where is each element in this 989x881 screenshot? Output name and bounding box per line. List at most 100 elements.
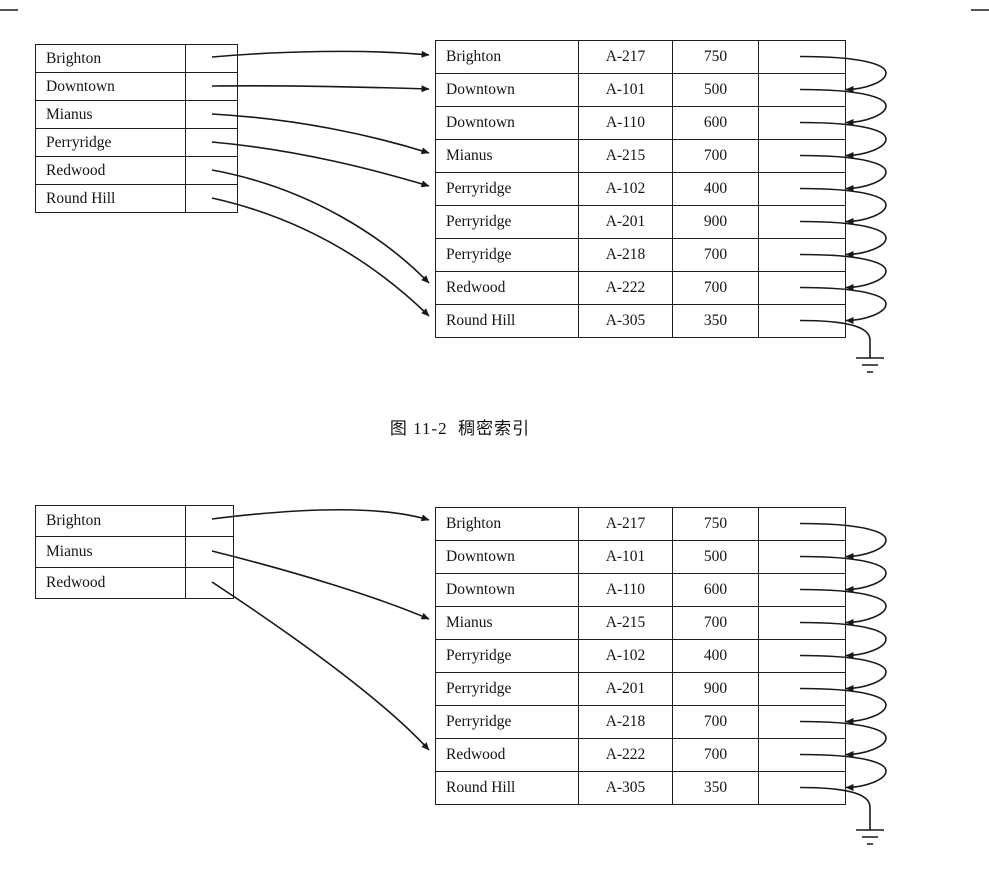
record-pointer-cell: [758, 106, 846, 140]
record-balance: 700: [672, 606, 759, 640]
index-row: Mianus: [35, 100, 238, 129]
record-branch: Brighton: [435, 40, 579, 74]
record-account: A-215: [578, 139, 673, 173]
index-row: Brighton: [35, 44, 238, 73]
index-row: Redwood: [35, 156, 238, 185]
record-pointer-cell: [758, 771, 846, 805]
index-key: Brighton: [35, 44, 186, 73]
record-account: A-110: [578, 106, 673, 140]
index-row: Perryridge: [35, 128, 238, 157]
index-pointer-cell: [185, 72, 238, 101]
record-branch: Downtown: [435, 106, 579, 140]
record-row: Brighton A-217 750: [435, 507, 846, 541]
record-balance: 700: [672, 139, 759, 173]
arrow-dense-roundhill: [211, 197, 430, 317]
record-pointer-cell: [758, 705, 846, 739]
record-row: Downtown A-110 600: [435, 106, 846, 140]
record-pointer-cell: [758, 507, 846, 541]
arrow-sparse-mianus: [211, 550, 430, 620]
index-key: Redwood: [35, 156, 186, 185]
record-branch: Perryridge: [435, 639, 579, 673]
record-pointer-cell: [758, 738, 846, 772]
record-row: Perryridge A-201 900: [435, 672, 846, 706]
record-row: Round Hill A-305 350: [435, 304, 846, 338]
record-pointer-cell: [758, 573, 846, 607]
dense-record-table: Brighton A-217 750 Downtown A-101 500 Do…: [435, 40, 846, 338]
index-row: Downtown: [35, 72, 238, 101]
record-account: A-101: [578, 73, 673, 107]
index-pointer-cell: [185, 567, 234, 599]
index-row: Redwood: [35, 567, 234, 599]
arrow-dense-brighton: [211, 50, 430, 58]
record-pointer-cell: [758, 73, 846, 107]
index-pointer-cell: [185, 128, 238, 157]
record-branch: Redwood: [435, 271, 579, 305]
ground-icon: [856, 357, 884, 373]
record-balance: 400: [672, 639, 759, 673]
record-balance: 350: [672, 771, 759, 805]
sparse-index-table: Brighton Mianus Redwood: [35, 505, 234, 599]
record-pointer-cell: [758, 672, 846, 706]
record-account: A-222: [578, 738, 673, 772]
record-pointer-cell: [758, 139, 846, 173]
record-account: A-101: [578, 540, 673, 574]
record-account: A-201: [578, 205, 673, 239]
record-row: Perryridge A-218 700: [435, 705, 846, 739]
record-pointer-cell: [758, 540, 846, 574]
record-branch: Perryridge: [435, 172, 579, 206]
index-row: Brighton: [35, 505, 234, 537]
record-pointer-cell: [758, 271, 846, 305]
record-balance: 600: [672, 106, 759, 140]
record-row: Round Hill A-305 350: [435, 771, 846, 805]
index-pointer-cell: [185, 156, 238, 185]
record-branch: Mianus: [435, 606, 579, 640]
record-account: A-217: [578, 507, 673, 541]
record-branch: Perryridge: [435, 205, 579, 239]
record-row: Mianus A-215 700: [435, 606, 846, 640]
record-account: A-305: [578, 304, 673, 338]
record-row: Downtown A-101 500: [435, 540, 846, 574]
record-row: Perryridge A-102 400: [435, 639, 846, 673]
record-account: A-102: [578, 639, 673, 673]
record-pointer-cell: [758, 172, 846, 206]
arrow-dense-redwood: [211, 169, 430, 284]
record-row: Mianus A-215 700: [435, 139, 846, 173]
record-pointer-cell: [758, 40, 846, 74]
record-pointer-cell: [758, 639, 846, 673]
index-key: Redwood: [35, 567, 186, 599]
index-pointer-cell: [185, 44, 238, 73]
ground-icon: [856, 829, 884, 845]
index-key: Round Hill: [35, 184, 186, 213]
page-edge-rule-left: [0, 9, 18, 11]
record-account: A-305: [578, 771, 673, 805]
index-row: Mianus: [35, 536, 234, 568]
record-branch: Redwood: [435, 738, 579, 772]
record-account: A-102: [578, 172, 673, 206]
record-row: Redwood A-222 700: [435, 271, 846, 305]
record-account: A-222: [578, 271, 673, 305]
record-account: A-218: [578, 705, 673, 739]
record-branch: Downtown: [435, 73, 579, 107]
record-balance: 900: [672, 672, 759, 706]
record-balance: 350: [672, 304, 759, 338]
index-pointer-cell: [185, 536, 234, 568]
record-pointer-cell: [758, 238, 846, 272]
record-balance: 700: [672, 705, 759, 739]
record-branch: Round Hill: [435, 771, 579, 805]
record-account: A-110: [578, 573, 673, 607]
record-account: A-218: [578, 238, 673, 272]
dense-index-table: Brighton Downtown Mianus Perryridge Redw…: [35, 44, 238, 213]
record-balance: 500: [672, 540, 759, 574]
record-branch: Perryridge: [435, 672, 579, 706]
arrow-dense-perryridge: [211, 141, 430, 188]
record-balance: 750: [672, 507, 759, 541]
record-pointer-cell: [758, 304, 846, 338]
record-row: Downtown A-101 500: [435, 73, 846, 107]
record-balance: 700: [672, 738, 759, 772]
record-account: A-215: [578, 606, 673, 640]
record-balance: 700: [672, 271, 759, 305]
index-pointer-cell: [185, 505, 234, 537]
record-balance: 750: [672, 40, 759, 74]
record-branch: Brighton: [435, 507, 579, 541]
